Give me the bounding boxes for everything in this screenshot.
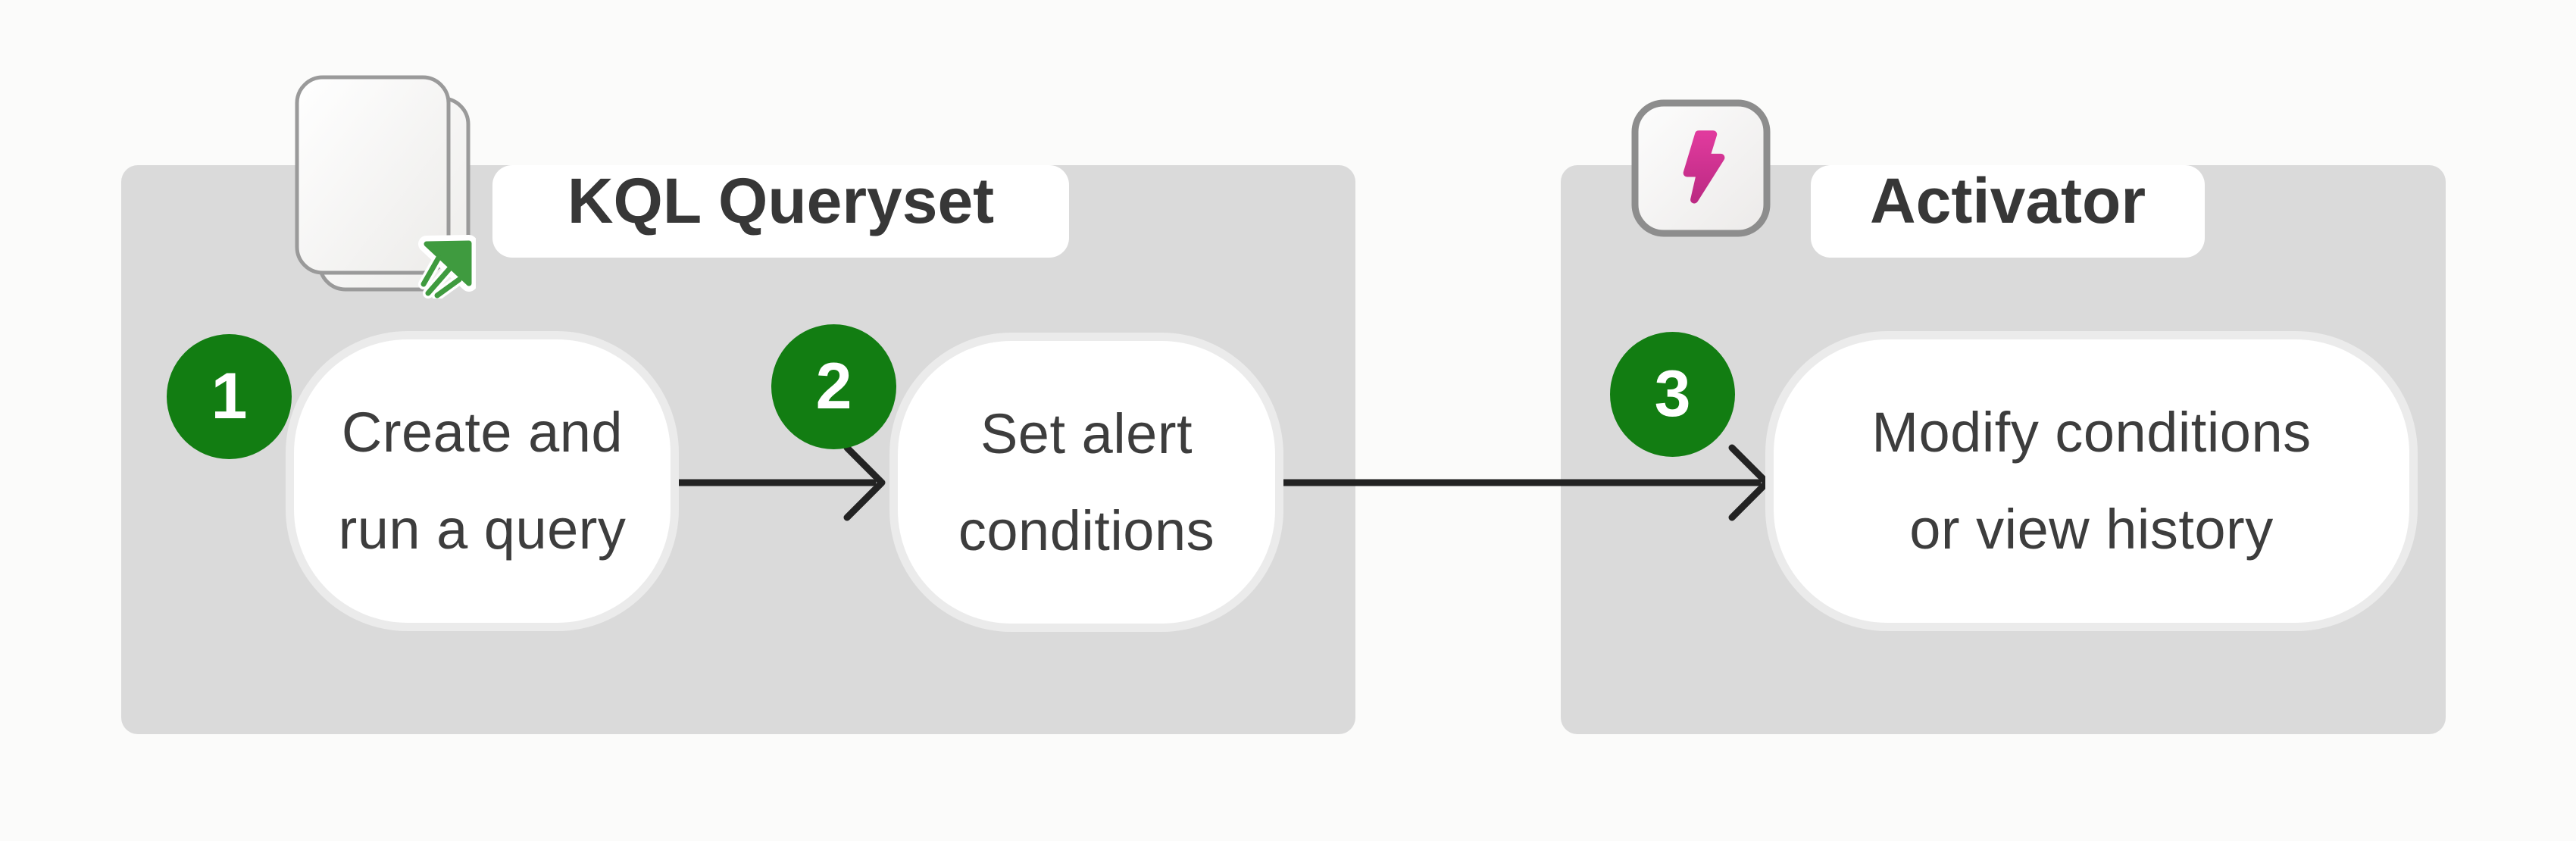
step-node-3: Modify conditions or view history xyxy=(1774,339,2409,623)
step-node-1: Create and run a query xyxy=(294,339,671,623)
step-node-2: Set alert conditions xyxy=(898,341,1275,624)
step-text-line: Create and xyxy=(341,401,624,464)
kql-queryset-icon xyxy=(289,71,477,301)
panel-title-label: KQL Queryset xyxy=(567,164,995,236)
step-text: Create and run a query xyxy=(339,384,627,578)
step-text-line: or view history xyxy=(1909,498,2274,561)
step-text-line: Set alert xyxy=(980,402,1193,465)
step-badge-2: 2 xyxy=(771,324,896,449)
step-text-line: conditions xyxy=(958,499,1215,562)
panel-title-label: Activator xyxy=(1869,164,2146,236)
panel-title-kql-queryset: KQL Queryset xyxy=(492,165,1069,258)
step-text: Modify conditions or view history xyxy=(1871,384,2311,578)
step-text-line: run a query xyxy=(338,498,627,561)
panel-title-activator: Activator xyxy=(1811,165,2205,258)
step-number: 2 xyxy=(815,350,852,423)
activator-icon xyxy=(1630,98,1771,238)
step-badge-1: 1 xyxy=(167,334,292,459)
step-text-line: Modify conditions xyxy=(1871,401,2312,464)
step-text: Set alert conditions xyxy=(958,386,1215,580)
step-number: 3 xyxy=(1654,358,1691,430)
step-badge-3: 3 xyxy=(1610,332,1735,457)
step-number: 1 xyxy=(211,360,248,433)
